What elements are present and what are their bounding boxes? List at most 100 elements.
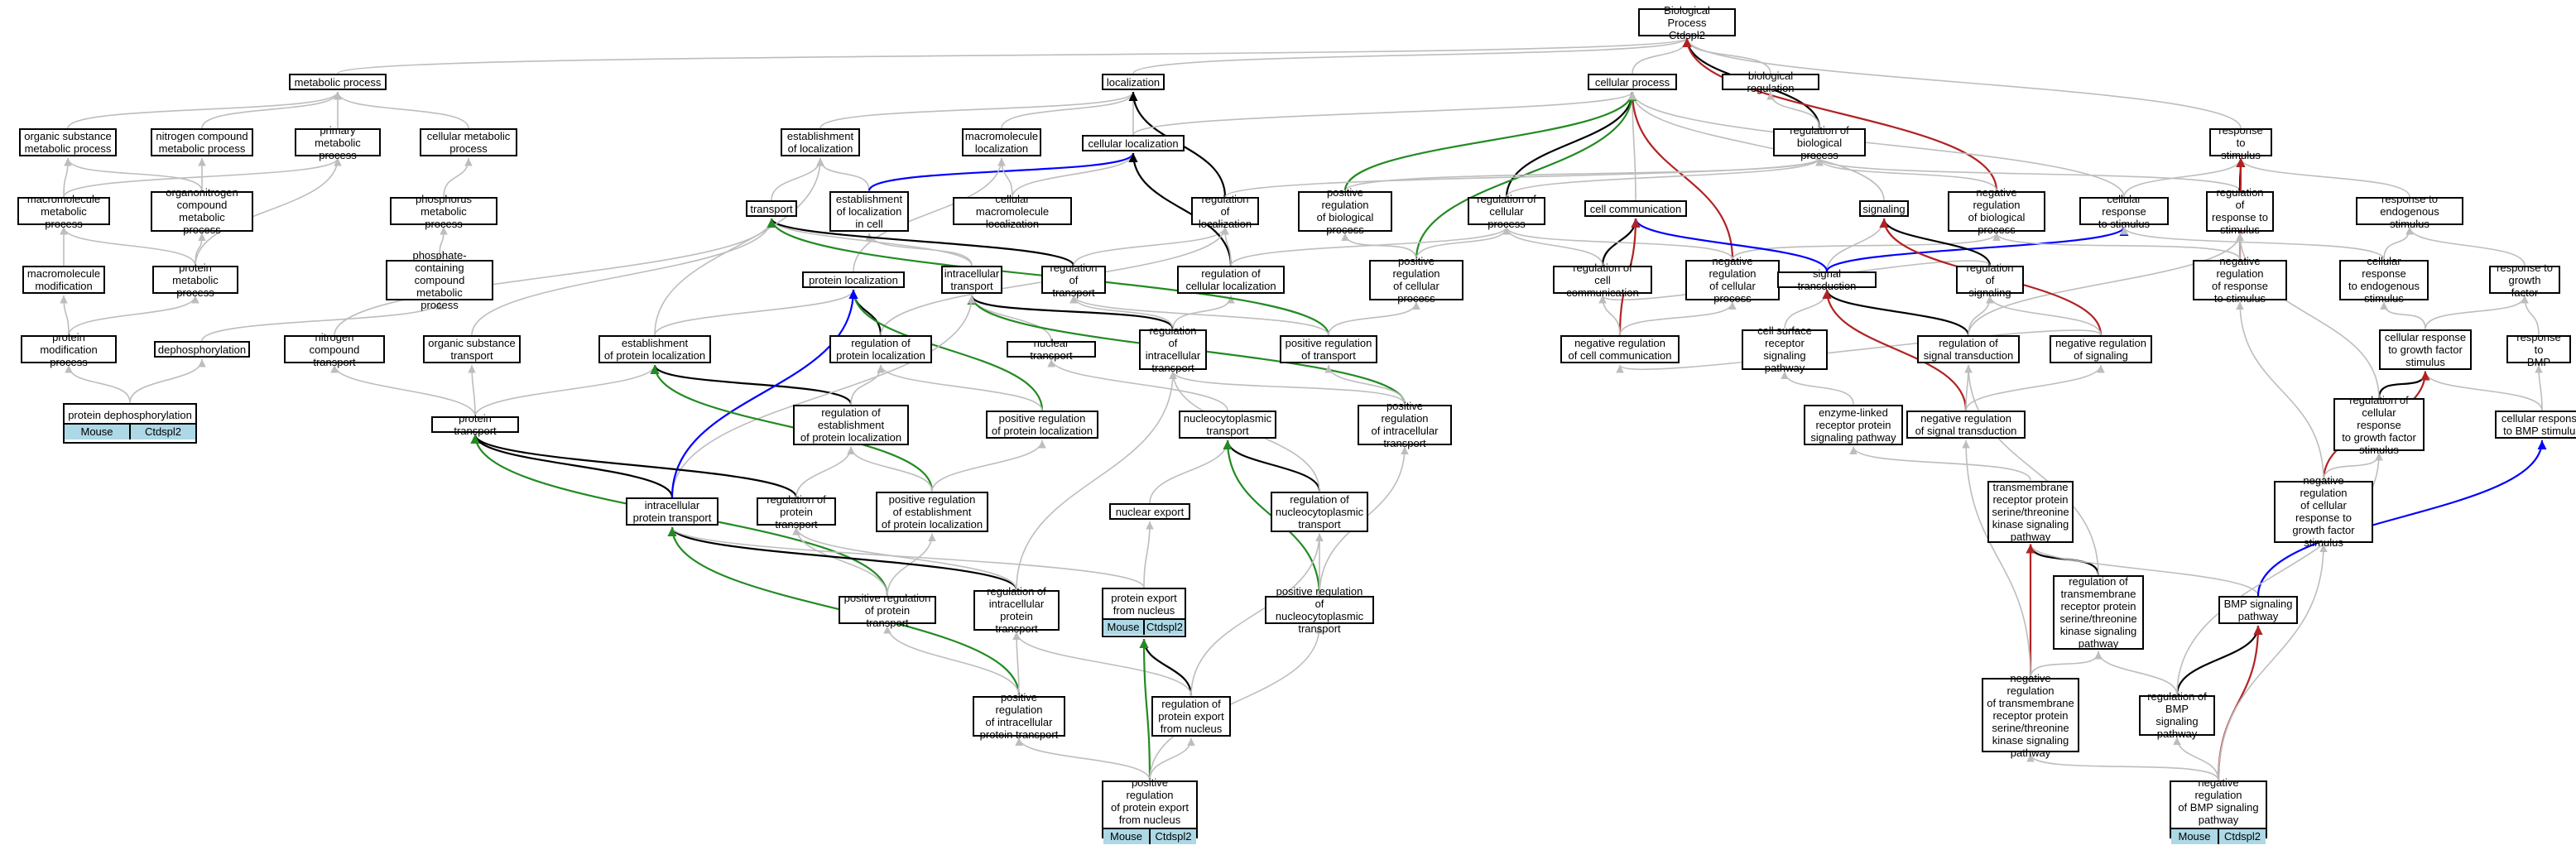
term-node-regsig[interactable]: regulation of signaling <box>1956 262 2024 299</box>
term-node-regcellcomm[interactable]: regulation of cell communication <box>1553 262 1652 299</box>
term-node-orgsubtrans[interactable]: organic substance transport <box>423 335 521 363</box>
term-node-regcellrespgf[interactable]: regulation of cellular response to growt… <box>2333 394 2425 456</box>
term-node-posregtrans[interactable]: positive regulation of transport <box>1280 335 1377 363</box>
term-node-macromet[interactable]: macromolecule metabolic process <box>17 193 110 230</box>
term-node-protmod[interactable]: protein modification process <box>21 331 117 368</box>
term-node-regrespstim[interactable]: regulation of response to stimulus <box>2206 186 2274 236</box>
term-node-posregintratrans[interactable]: positive regulation of intracellular tra… <box>1358 400 1452 449</box>
term-node-signaling[interactable]: signaling <box>1859 200 1909 217</box>
term-node-regprottrans[interactable]: regulation of protein transport <box>757 493 836 531</box>
term-node-regnucleocyto[interactable]: regulation of nucleocytoplasmic transpor… <box>1271 491 1368 532</box>
term-node-primmet[interactable]: primary metabolic process <box>295 124 381 161</box>
term-node-regprotloc[interactable]: regulation of protein localization <box>829 335 932 363</box>
term-node-tmrecep[interactable]: transmembrane receptor protein serine/th… <box>1987 480 2074 543</box>
term-node-macroloc[interactable]: macromolecule localization <box>962 128 1041 156</box>
term-node-negregcellproc[interactable]: negative regulation of cellular process <box>1685 255 1780 305</box>
term-node-estprotloc[interactable]: establishment of protein localization <box>598 335 711 363</box>
term-node-intratrans[interactable]: intracellular transport <box>941 266 1002 294</box>
term-node-respstim[interactable]: response to stimulus <box>2209 124 2272 161</box>
term-node-organonitro[interactable]: organonitrogen compound metabolic proces… <box>151 186 253 236</box>
term-node-regbio[interactable]: regulation of biological process <box>1773 124 1866 161</box>
term-node-cellsurf[interactable]: cell surface receptor signaling pathway <box>1742 324 1828 374</box>
term-node-bmpsig[interactable]: BMP signaling pathway <box>2218 596 2298 624</box>
term-node-regloc[interactable]: regulation of localization <box>1191 193 1259 230</box>
term-node-cellmet[interactable]: cellular metabolic process <box>420 128 517 156</box>
term-node-regsigtrans[interactable]: regulation of signal transduction <box>1917 335 2020 363</box>
term-node-posregprotexport[interactable]: positive regulation of protein export fr… <box>1102 776 1198 844</box>
term-label: regulation of signal transduction <box>1923 337 2014 362</box>
term-node-posregintraprot[interactable]: positive regulation of intracellular pro… <box>973 691 1065 741</box>
term-node-localization[interactable]: localization <box>1102 74 1165 90</box>
term-node-estloc[interactable]: establishment of localization <box>781 128 860 156</box>
term-node-phoscomp[interactable]: phosphate-containing compound metabolic … <box>386 249 493 311</box>
term-node-negregbio[interactable]: negative regulation of biological proces… <box>1948 186 2045 236</box>
term-node-negregcellcomm[interactable]: negative regulation of cell communicatio… <box>1560 335 1680 363</box>
term-node-bioreg[interactable]: biological regulation <box>1722 70 1819 94</box>
term-node-regprotexport[interactable]: regulation of protein export from nucleu… <box>1151 695 1231 737</box>
edge-is-a <box>443 157 473 198</box>
term-node-nitrotrans[interactable]: nitrogen compound transport <box>284 331 385 368</box>
term-node-cellrespgf[interactable]: cellular response to growth factor stimu… <box>2379 329 2472 370</box>
term-node-cellrespstim[interactable]: cellular response to stimulus <box>2079 193 2169 230</box>
term-node-cellrespbmp[interactable]: cellular response to BMP stimulus <box>2495 411 2576 439</box>
edge-regulates <box>2175 625 2263 695</box>
term-node-cellproc[interactable]: cellular process <box>1588 74 1677 90</box>
term-node-regtrans[interactable]: regulation of transport <box>1041 262 1106 299</box>
edge-is-a <box>471 218 776 336</box>
term-node-negregbmp[interactable]: negative regulation of BMP signaling pat… <box>2170 776 2267 844</box>
term-node-cellloc[interactable]: cellular localization <box>1082 135 1185 151</box>
edge-is-a <box>671 295 976 498</box>
term-node-orgsubst[interactable]: organic substance metabolic process <box>19 128 117 156</box>
term-node-negregsigtrans[interactable]: negative regulation of signal transducti… <box>1906 411 2026 439</box>
term-node-regtmrecep[interactable]: regulation of transmembrane receptor pro… <box>2053 575 2144 650</box>
term-node-negregcellrespgf[interactable]: negative regulation of cellular response… <box>2274 474 2373 549</box>
term-node-cellrespendo[interactable]: cellular response to endogenous stimulus <box>2339 255 2429 305</box>
term-node-negregsig[interactable]: negative regulation of signaling <box>2050 335 2152 363</box>
term-node-macromod[interactable]: macromolecule modification <box>22 266 105 294</box>
edge-is-a <box>201 91 342 129</box>
term-node-regintratrans[interactable]: regulation of intracellular transport <box>1139 324 1207 374</box>
term-node-regintraprottrans[interactable]: regulation of intracellular protein tran… <box>973 585 1060 635</box>
term-node-estlocincell[interactable]: establishment of localization in cell <box>829 190 909 232</box>
term-node-respgf[interactable]: response to growth factor <box>2489 262 2560 299</box>
term-node-nuclexport[interactable]: nuclear export <box>1109 503 1190 520</box>
edge-is-a <box>1628 91 1636 201</box>
term-label: positive regulation of transport <box>1285 337 1372 362</box>
term-node-enzyme[interactable]: enzyme-linked receptor protein signaling… <box>1804 404 1903 445</box>
term-node-posregcell[interactable]: positive regulation of cellular process <box>1369 255 1463 305</box>
term-node-negregtmrecep[interactable]: negative regulation of transmembrane rec… <box>1982 672 2079 759</box>
term-node-transport[interactable]: transport <box>746 200 797 217</box>
term-node-cellmacroloc[interactable]: cellular macromolecule localization <box>953 193 1072 230</box>
term-node-protloc[interactable]: protein localization <box>802 271 905 288</box>
term-node-posregprotloc[interactable]: positive regulation of protein localizat… <box>986 411 1098 439</box>
term-node-regcellproc[interactable]: regulation of cellular process <box>1468 193 1545 230</box>
term-node-respbmp[interactable]: response to BMP <box>2506 331 2571 368</box>
term-node-posregestprot[interactable]: positive regulation of establishment of … <box>876 491 988 532</box>
term-node-posregprottrans[interactable]: positive regulation of protein transport <box>839 592 936 629</box>
term-node-phosmet[interactable]: phosphorus metabolic process <box>390 193 497 230</box>
term-node-cellcomm[interactable]: cell communication <box>1584 200 1687 217</box>
term-node-nucleocyto[interactable]: nucleocytoplasmic transport <box>1179 411 1276 439</box>
term-node-respendo[interactable]: response to endogenous stimulus <box>2356 193 2463 230</box>
term-node-regcellloc[interactable]: regulation of cellular localization <box>1177 266 1285 294</box>
term-node-protmet[interactable]: protein metabolic process <box>152 262 238 299</box>
term-node-bp[interactable]: Biological Process Ctdspl2 <box>1638 4 1736 41</box>
term-node-metabolic[interactable]: metabolic process <box>289 74 387 90</box>
term-node-regestprot[interactable]: regulation of establishment of protein l… <box>793 404 909 445</box>
term-node-negregresp[interactable]: negative regulation of response to stimu… <box>2193 255 2287 305</box>
edge-occurs-in <box>867 152 1138 191</box>
edge-neg-reg <box>1822 289 1968 411</box>
term-node-nucltrans[interactable]: nuclear transport <box>1007 337 1096 362</box>
term-node-sigtrans[interactable]: signal transduction <box>1777 267 1877 292</box>
edge-is-a <box>771 157 824 201</box>
term-node-intraprottrans[interactable]: intracellular protein transport <box>626 497 718 526</box>
term-node-posregnucleo[interactable]: positive regulation of nucleocytoplasmic… <box>1265 585 1374 635</box>
term-node-regbmp[interactable]: regulation of BMP signaling pathway <box>2139 690 2215 740</box>
term-node-posregbio[interactable]: positive regulation of biological proces… <box>1298 186 1392 236</box>
term-node-prottrans[interactable]: protein transport <box>431 412 519 437</box>
term-node-dephos[interactable]: dephosphorylation <box>154 341 250 358</box>
edge-is-a <box>1732 233 2001 260</box>
term-node-nitrocomp[interactable]: nitrogen compound metabolic process <box>151 128 253 156</box>
